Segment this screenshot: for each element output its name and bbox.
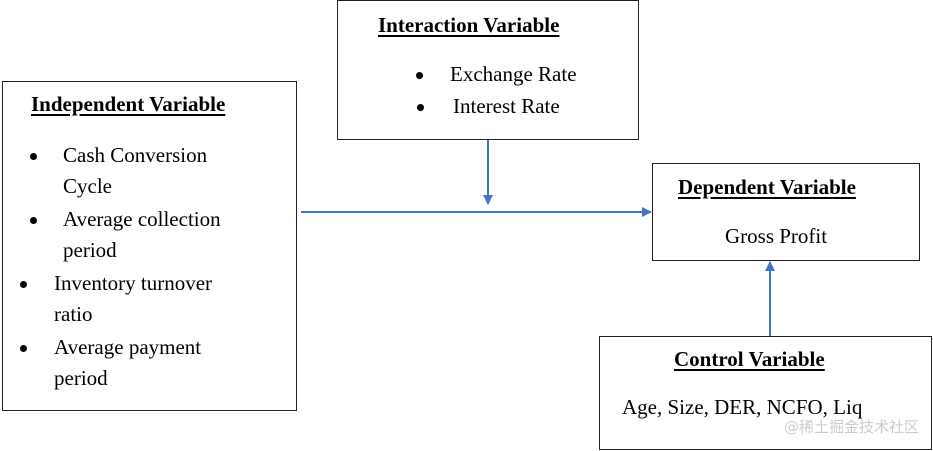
dependent-variable-value: Gross Profit	[725, 224, 828, 248]
dependent-variable-title: Dependent Variable	[678, 175, 856, 199]
interaction-item-2-text: Interest Rate	[453, 94, 560, 118]
independent-item-1: Cash Conversion Cycle	[3, 140, 293, 204]
independent-item-1-line1: Cash Conversion	[63, 143, 208, 167]
control-variable-box: Control Variable Age, Size, DER, NCFO, L…	[599, 336, 932, 450]
dependent-variable-box: Dependent Variable Gross Profit	[652, 163, 920, 261]
interaction-item-1: Exchange Rate	[338, 59, 638, 90]
independent-item-4-line2: period	[54, 366, 108, 390]
independent-item-4: Average payment period	[3, 332, 293, 396]
bullet-dot	[20, 345, 27, 352]
bullet-dot	[30, 217, 37, 224]
independent-item-2-line2: period	[63, 238, 117, 262]
bullet-dot	[20, 281, 27, 288]
independent-variable-title: Independent Variable	[31, 92, 226, 116]
interaction-variable-box: Interaction Variable Exchange Rate Inter…	[337, 0, 639, 140]
watermark: @稀土掘金技术社区	[783, 418, 919, 436]
independent-item-1-line2: Cycle	[63, 174, 112, 198]
independent-item-2: Average collection period	[3, 204, 293, 268]
control-variable-value: Age, Size, DER, NCFO, Liq	[622, 395, 863, 419]
independent-item-4-line1: Average payment	[54, 335, 202, 359]
bullet-dot	[30, 153, 37, 160]
independent-item-2-line1: Average collection	[63, 207, 221, 231]
bullet-dot	[416, 72, 423, 79]
interaction-variable-title: Interaction Variable	[378, 13, 560, 37]
control-variable-title: Control Variable	[674, 347, 825, 371]
interaction-item-2: Interest Rate	[338, 91, 638, 122]
independent-item-3: Inventory turnover ratio	[3, 268, 293, 332]
independent-item-3-line2: ratio	[54, 302, 93, 326]
bullet-dot	[417, 104, 424, 111]
independent-variable-box: Independent Variable Cash Conversion Cyc…	[2, 81, 297, 411]
independent-item-3-line1: Inventory turnover	[54, 271, 213, 295]
interaction-item-1-text: Exchange Rate	[450, 62, 577, 86]
